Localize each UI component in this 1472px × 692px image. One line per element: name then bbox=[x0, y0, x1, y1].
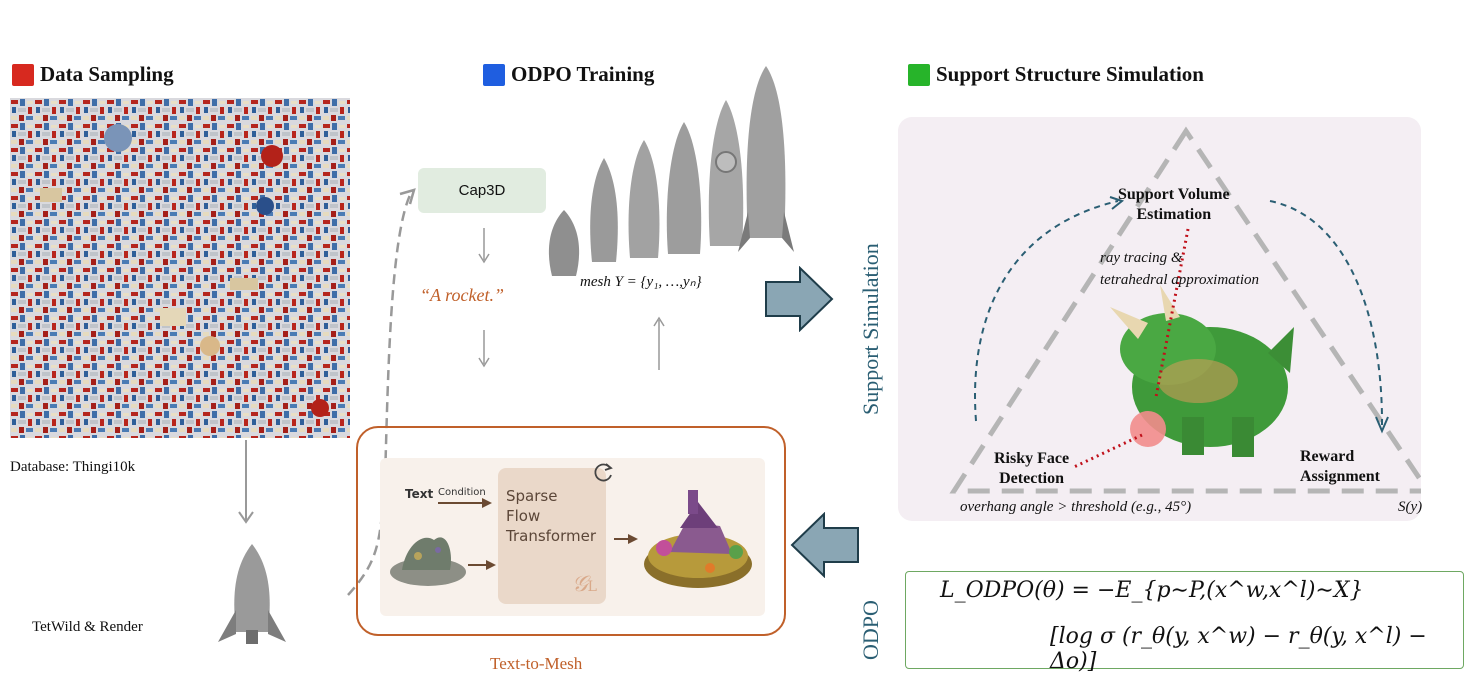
sparse-flow-transformer-box: Sparse Flow Transformer bbox=[498, 468, 606, 604]
down-arrow-icon bbox=[238, 440, 254, 524]
prompt-text: “A rocket.” bbox=[420, 285, 504, 305]
red-square-icon bbox=[12, 63, 34, 86]
left-block-arrow-icon bbox=[790, 512, 859, 578]
up-arrow-icon bbox=[653, 316, 665, 370]
odpo-vertical-label: ODPO bbox=[858, 600, 883, 660]
text-to-mesh-caption: Text-to-Mesh bbox=[490, 654, 583, 673]
sy-label: S(y) bbox=[1398, 499, 1423, 515]
data-sampling-title: Data Sampling bbox=[12, 62, 174, 87]
gl-symbol: 𝒢L bbox=[572, 572, 597, 597]
noisy-voxel-input-image bbox=[390, 537, 466, 586]
transformer-line-2: Flow bbox=[506, 507, 541, 525]
formula-line-1: L_ODPO(θ) = −E_{p∼P,(x^w,x^l)∼X} bbox=[940, 578, 1364, 603]
transformer-line-3: Transformer bbox=[506, 527, 597, 545]
output-arrow-icon bbox=[614, 534, 638, 544]
overhang-label: overhang angle > threshold (e.g., 45°) bbox=[960, 499, 1192, 515]
condition-arrow-icon bbox=[438, 498, 492, 508]
dashed-flow-curve bbox=[347, 188, 416, 596]
input-arrow-icon bbox=[468, 560, 496, 570]
down-arrow-icon bbox=[478, 330, 490, 368]
rocket-mesh-sequence-image bbox=[548, 66, 794, 276]
database-label: Database: Thingi10k bbox=[10, 459, 136, 475]
formula-line-2: [log σ (r_θ(y, x^w) − r_θ(y, x^l) − Δo)] bbox=[1050, 624, 1427, 674]
simulation-triangle-diagram bbox=[949, 126, 1421, 494]
dataset-mosaic-image bbox=[10, 98, 350, 438]
down-arrow-icon bbox=[478, 228, 490, 264]
cap3d-box: Cap3D bbox=[418, 168, 546, 213]
green-square-icon bbox=[908, 63, 930, 86]
odpo-training-title: ODPO Training bbox=[483, 62, 654, 87]
reward-assignment-label: Reward Assignment bbox=[1300, 448, 1381, 485]
tetwild-render-label: TetWild & Render bbox=[32, 619, 143, 635]
support-simulation-vertical-label: Support Simulation bbox=[858, 243, 883, 415]
odpo-loss-formula-box bbox=[905, 571, 1464, 669]
support-simulation-title: Support Structure Simulation bbox=[908, 62, 1204, 87]
risky-face-label: Risky Face Detection bbox=[994, 450, 1070, 487]
mesh-label: mesh Y = {y₁, …,yₙ} bbox=[580, 274, 702, 290]
generated-mesh-image bbox=[644, 490, 752, 588]
refresh-loop-icon bbox=[594, 463, 613, 482]
text-input-label: Text bbox=[405, 487, 434, 501]
support-volume-label: Support Volume Estimation bbox=[1118, 186, 1230, 223]
ray-tracing-label: ray tracing & tetrahedral approximation bbox=[1100, 250, 1260, 288]
right-block-arrow-icon bbox=[765, 266, 834, 332]
blue-square-icon bbox=[483, 63, 505, 86]
condition-label: Condition bbox=[438, 487, 486, 498]
text-to-mesh-frame bbox=[356, 426, 786, 636]
transformer-line-1: Sparse bbox=[506, 487, 558, 505]
rocket-render-image bbox=[218, 544, 286, 644]
